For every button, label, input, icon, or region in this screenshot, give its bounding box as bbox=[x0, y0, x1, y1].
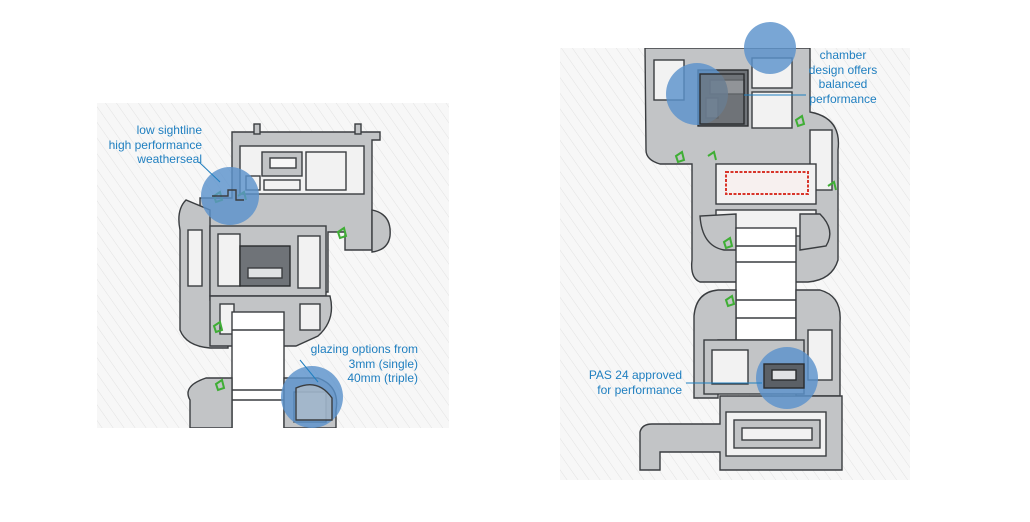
annotation-line: glazing options from bbox=[310, 342, 418, 356]
annotation-line: 40mm (triple) bbox=[347, 371, 418, 385]
annotation-line: performance bbox=[809, 91, 877, 106]
annotation-line: weatherseal bbox=[137, 152, 202, 166]
annotation-line: PAS 24 approved bbox=[588, 368, 682, 382]
annotation-right-bottom: PAS 24 approved for performance bbox=[576, 368, 682, 397]
leader-line bbox=[198, 161, 221, 183]
seal-highlight-circle bbox=[201, 167, 259, 225]
annotation-line: balanced bbox=[818, 77, 868, 91]
annotation-line: high performance bbox=[108, 137, 202, 152]
leader-line bbox=[299, 359, 319, 383]
annotation-line: 3mm (single) bbox=[348, 356, 418, 371]
annotation-line: for performance bbox=[597, 382, 682, 397]
annotation-line: chamber bbox=[819, 48, 867, 62]
annotation-left-bottom: glazing options from 3mm (single) 40mm (… bbox=[300, 342, 418, 386]
annotation-line: design offers bbox=[808, 62, 878, 77]
right-gaskets bbox=[674, 114, 837, 308]
reinforcement-red bbox=[725, 171, 809, 195]
seal-highlight-circle bbox=[744, 22, 796, 74]
annotation-left-top: low sightline high performance weatherse… bbox=[96, 123, 202, 167]
annotation-line: low sightline bbox=[136, 123, 202, 137]
annotation-right-top: chamber design offers balanced performan… bbox=[800, 48, 886, 106]
